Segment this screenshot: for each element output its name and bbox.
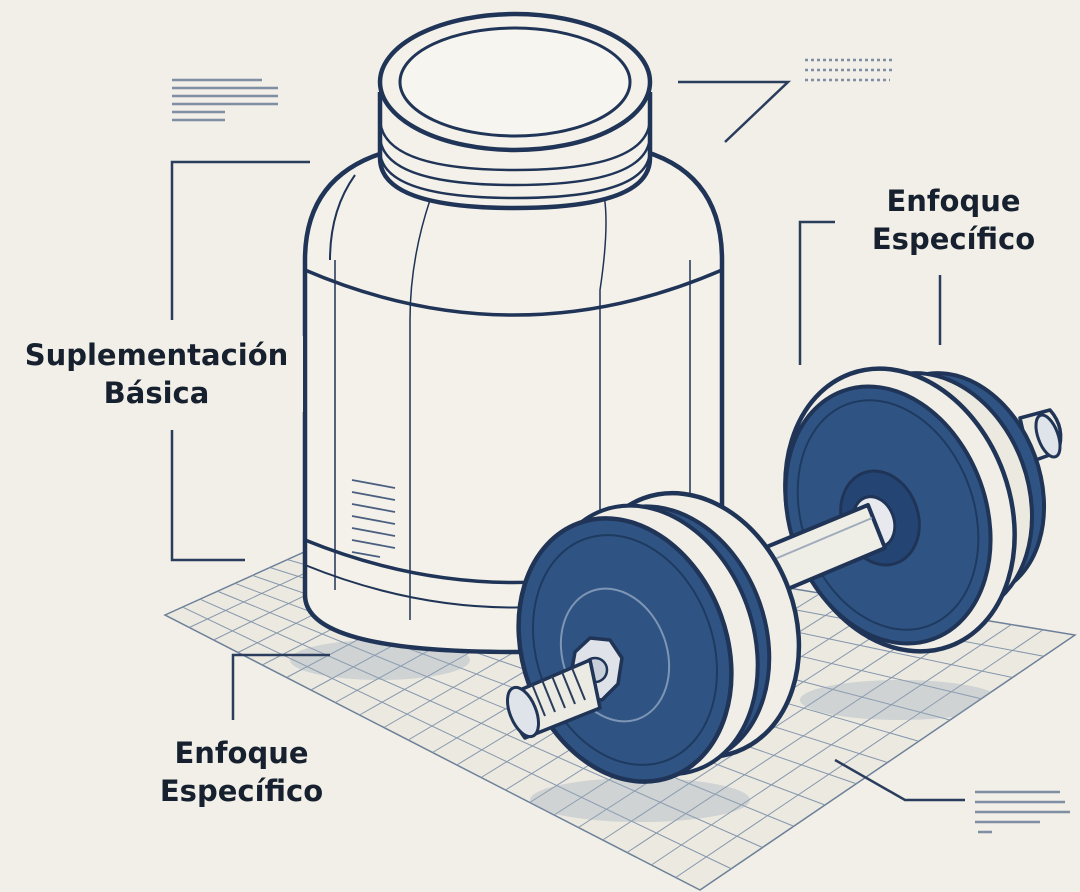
label-enfoque-bottom-line1: Enfoque (174, 736, 309, 770)
decorative-text-lines (172, 58, 1070, 834)
label-enfoque-especifico-top: Enfoque Específico (852, 182, 1055, 258)
grid-mat-line (217, 590, 794, 827)
grid-mat-line (199, 598, 763, 848)
label-enfoque-top-line2: Específico (871, 222, 1036, 256)
callout-lines (170, 80, 965, 802)
label-suplementacion-line2: Básica (103, 376, 210, 410)
dumbbell-icon (506, 366, 1063, 784)
grid-mat-line (182, 606, 732, 870)
label-enfoque-bottom-line2: Específico (159, 774, 324, 808)
label-enfoque-especifico-bottom: Enfoque Específico (140, 734, 343, 810)
label-suplementacion-line1: Suplementación (24, 338, 289, 372)
label-suplementacion-basica: Suplementación Básica (10, 336, 303, 412)
label-enfoque-top-line1: Enfoque (886, 184, 1021, 218)
